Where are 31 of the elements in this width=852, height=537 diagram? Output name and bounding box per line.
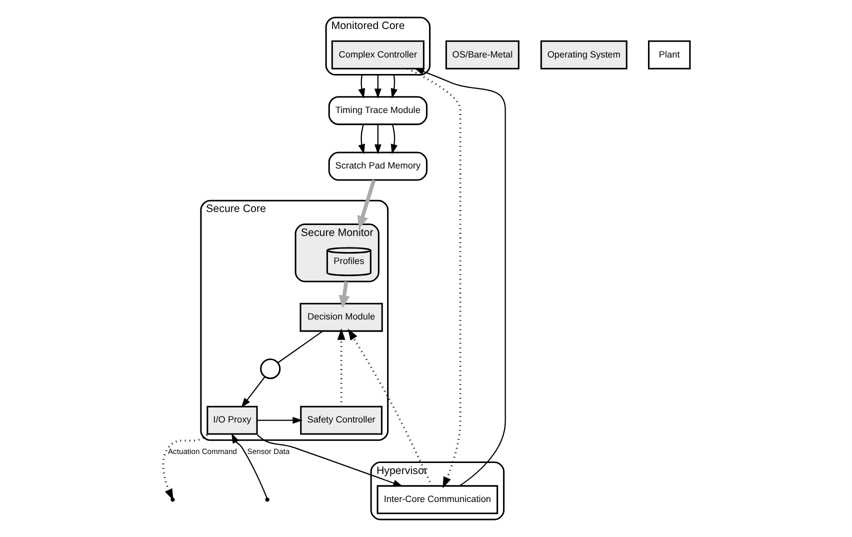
arrow bbox=[356, 180, 376, 229]
arrow bbox=[347, 328, 432, 486]
arrow bbox=[374, 74, 381, 99]
arrow bbox=[414, 68, 506, 486]
arrow bbox=[374, 124, 381, 154]
node-box: I/O Proxy bbox=[206, 406, 258, 435]
node-box: Complex Controller bbox=[330, 40, 424, 70]
arrow bbox=[162, 434, 208, 500]
arrow bbox=[256, 434, 403, 486]
node-box: Timing Trace Module bbox=[328, 96, 428, 126]
arrow bbox=[390, 124, 398, 154]
node-circle bbox=[260, 358, 280, 380]
node-box: Operating System bbox=[540, 40, 627, 70]
edge-label: Actuation Command bbox=[167, 446, 236, 456]
node-box: OS/Bare-Metal bbox=[444, 40, 519, 70]
arrow bbox=[390, 74, 398, 99]
node-box: Scratch Pad Memory bbox=[328, 152, 428, 181]
arrow bbox=[336, 328, 345, 407]
node-box: Safety Controller bbox=[300, 406, 382, 435]
arrow bbox=[338, 281, 350, 308]
connector bbox=[277, 330, 322, 364]
arrow bbox=[240, 376, 265, 408]
node-box: Inter-Core Communication bbox=[376, 485, 498, 514]
arrow bbox=[358, 124, 365, 154]
node-box: Plant bbox=[647, 40, 690, 70]
arrow bbox=[406, 68, 461, 488]
arrow bbox=[256, 416, 302, 424]
arrow bbox=[230, 433, 267, 498]
edge-label: Sensor Data bbox=[246, 446, 290, 456]
arrow bbox=[358, 74, 365, 99]
node-box: Decision Module bbox=[299, 302, 382, 332]
